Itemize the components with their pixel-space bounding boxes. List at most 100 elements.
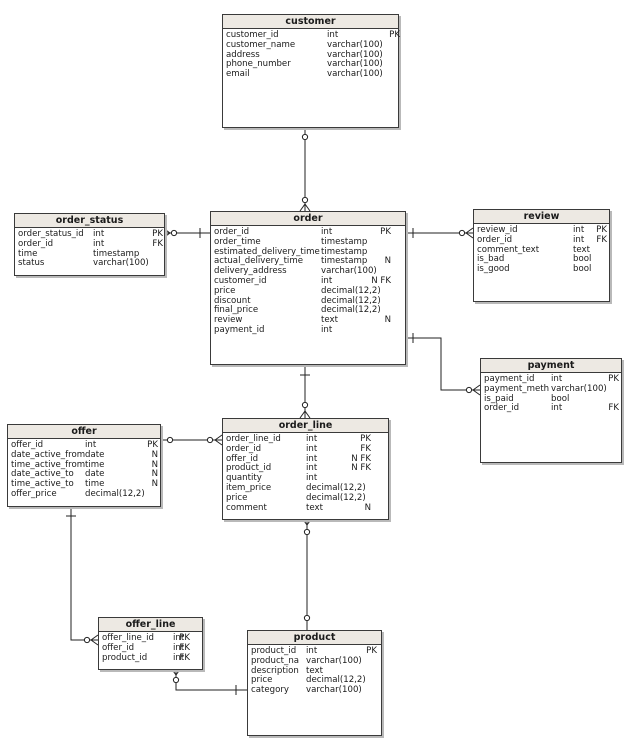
field-type: varchar(100) — [306, 685, 362, 696]
field-name: description — [251, 665, 299, 676]
field-type: int — [573, 225, 585, 235]
field-key: N — [151, 469, 158, 480]
field-row[interactable]: delivery_address varchar(100) — [214, 266, 402, 277]
field-name: price — [214, 285, 236, 296]
field-key: N FK — [351, 453, 371, 464]
field-key: PK — [366, 646, 377, 656]
field-type: varchar(100) — [93, 258, 149, 269]
field-type: int — [93, 229, 105, 239]
field-name: quantity — [226, 473, 262, 484]
field-name: delivery_address — [214, 266, 287, 277]
field-type: decimal(12,2) — [321, 295, 381, 306]
field-type: varchar(100) — [321, 266, 377, 277]
field-name: order_id — [18, 238, 54, 249]
field-type: int — [173, 652, 185, 663]
field-type: time — [85, 459, 105, 470]
field-type: varchar(100) — [327, 59, 383, 70]
many-marker — [304, 410, 311, 419]
field-name: product_na — [251, 655, 300, 666]
field-name: order_time — [214, 236, 261, 247]
field-name: comment — [226, 502, 267, 513]
field-type: text — [306, 502, 323, 513]
field-type: int — [306, 646, 318, 656]
rel-offer-offer-line — [70, 505, 98, 641]
many-marker — [465, 227, 474, 234]
field-name: customer_id — [214, 275, 267, 286]
field-type: decimal(12,2) — [306, 492, 366, 503]
field-key: PK — [380, 227, 391, 237]
field-type: decimal(12,2) — [306, 675, 366, 686]
field-type: int — [321, 275, 333, 286]
field-type: timestamp — [93, 248, 140, 259]
field-type: date — [85, 469, 105, 480]
field-name: product_id — [102, 652, 148, 663]
field-type: int — [173, 633, 185, 643]
rel-offer-line-product — [175, 668, 247, 691]
many-marker — [304, 203, 311, 212]
entity-title: order_status — [15, 214, 164, 228]
field-type: int — [93, 238, 105, 249]
field-name: order_id — [214, 227, 250, 237]
field-type: int — [306, 434, 318, 444]
